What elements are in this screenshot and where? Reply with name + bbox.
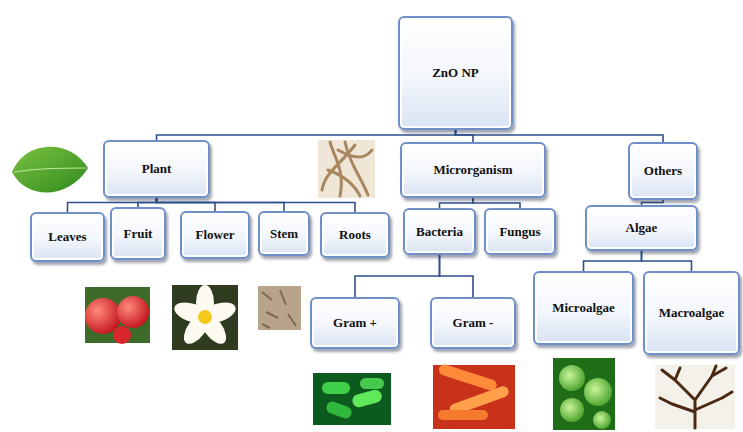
category-box: Bacteria — [403, 208, 476, 255]
tree-connector — [355, 255, 440, 297]
tree-connector — [138, 198, 157, 207]
category-box: Gram - — [430, 297, 516, 349]
node-label: ZnO NP — [432, 65, 479, 81]
node-label: Fruit — [124, 226, 153, 242]
category-box: Algae — [585, 205, 698, 251]
category-box: Microrganism — [400, 142, 546, 198]
category-box: Microalgae — [533, 271, 634, 345]
node-label: Flower — [196, 227, 235, 243]
node-label: Fungus — [499, 224, 540, 240]
flower-picture — [172, 285, 238, 350]
gram-positive-picture — [313, 373, 391, 425]
node-label: Microrganism — [433, 162, 512, 178]
node-label: Stem — [270, 226, 298, 242]
category-box: Plant — [103, 140, 210, 198]
node-label: Gram - — [453, 315, 494, 331]
tree-connector — [456, 130, 474, 142]
node-label: Roots — [339, 227, 371, 243]
category-box: Stem — [258, 211, 310, 256]
node-label: Gram + — [333, 315, 377, 331]
category-box: Gram + — [310, 297, 400, 349]
category-box: Roots — [320, 212, 390, 258]
tree-connector — [157, 198, 356, 212]
node-label: Leaves — [48, 229, 86, 245]
tree-connector — [157, 198, 216, 211]
microalgae-picture — [553, 358, 615, 430]
node-label: Macroalgae — [659, 305, 724, 321]
tree-connector — [440, 198, 474, 208]
root-box: ZnO NP — [398, 16, 513, 130]
macroalgae-picture — [655, 365, 735, 429]
tree-connector — [473, 198, 520, 208]
node-label: Plant — [142, 161, 172, 177]
node-label: Algae — [626, 220, 658, 236]
tree-connector — [157, 198, 285, 211]
category-box: Leaves — [30, 212, 105, 262]
fruit-picture — [85, 287, 150, 344]
category-box: Macroalgae — [643, 271, 740, 355]
category-box: Fruit — [110, 207, 166, 260]
leaf-picture — [12, 147, 88, 193]
category-box: Others — [628, 142, 698, 200]
roots-picture — [318, 140, 375, 198]
node-label: Others — [644, 163, 682, 179]
tree-connector — [157, 130, 456, 140]
tree-connector — [440, 255, 474, 297]
gram-negative-picture — [433, 363, 515, 429]
category-box: Flower — [180, 211, 250, 259]
category-box: Fungus — [484, 208, 556, 255]
stem-picture — [258, 286, 301, 330]
tree-connector — [584, 251, 642, 271]
node-label: Bacteria — [416, 224, 463, 240]
node-label: Microalgae — [552, 300, 615, 316]
tree-connector — [642, 251, 692, 271]
tree-connector — [456, 130, 664, 142]
